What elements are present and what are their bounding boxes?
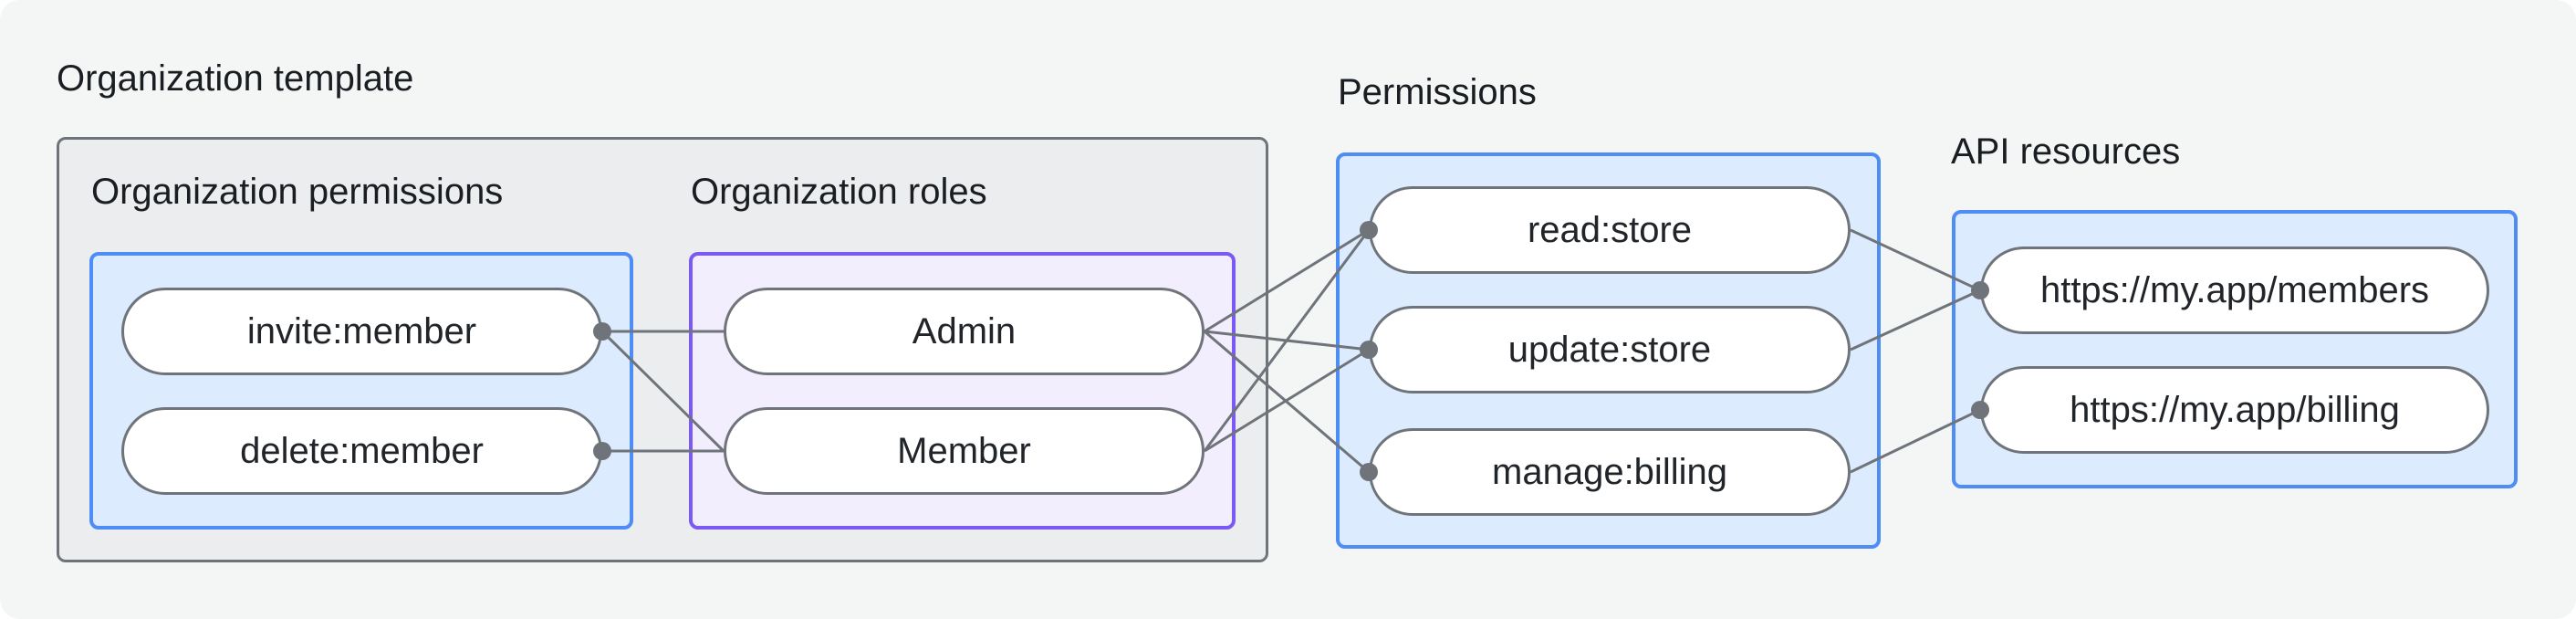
node-label: manage:billing: [1492, 451, 1727, 492]
org-permissions-title: Organization permissions: [91, 172, 504, 212]
node-label: read:store: [1527, 209, 1693, 250]
node-delete-member: delete:member: [121, 407, 602, 495]
node-label: https://my.app/billing: [2070, 389, 2400, 430]
node-invite-member: invite:member: [121, 288, 602, 375]
node-update-store: update:store: [1369, 306, 1851, 393]
node-label: invite:member: [246, 310, 477, 351]
node-label: delete:member: [240, 430, 484, 471]
node-billing-api-resource: https://my.app/billing: [1980, 366, 2489, 454]
api-resources-title: API resources: [1951, 131, 2181, 172]
node-manage-billing: manage:billing: [1369, 428, 1851, 516]
node-admin-role: Admin: [724, 288, 1205, 375]
node-read-store: read:store: [1369, 186, 1851, 274]
node-member-role: Member: [724, 407, 1205, 495]
node-label: Admin: [912, 310, 1017, 351]
org-roles-title: Organization roles: [691, 172, 987, 212]
node-label: update:store: [1507, 329, 1712, 370]
node-label: https://my.app/members: [2039, 269, 2430, 310]
permissions-title: Permissions: [1338, 72, 1537, 112]
org-template-title: Organization template: [57, 58, 414, 99]
node-members-api-resource: https://my.app/members: [1980, 247, 2489, 334]
node-label: Member: [897, 430, 1031, 471]
